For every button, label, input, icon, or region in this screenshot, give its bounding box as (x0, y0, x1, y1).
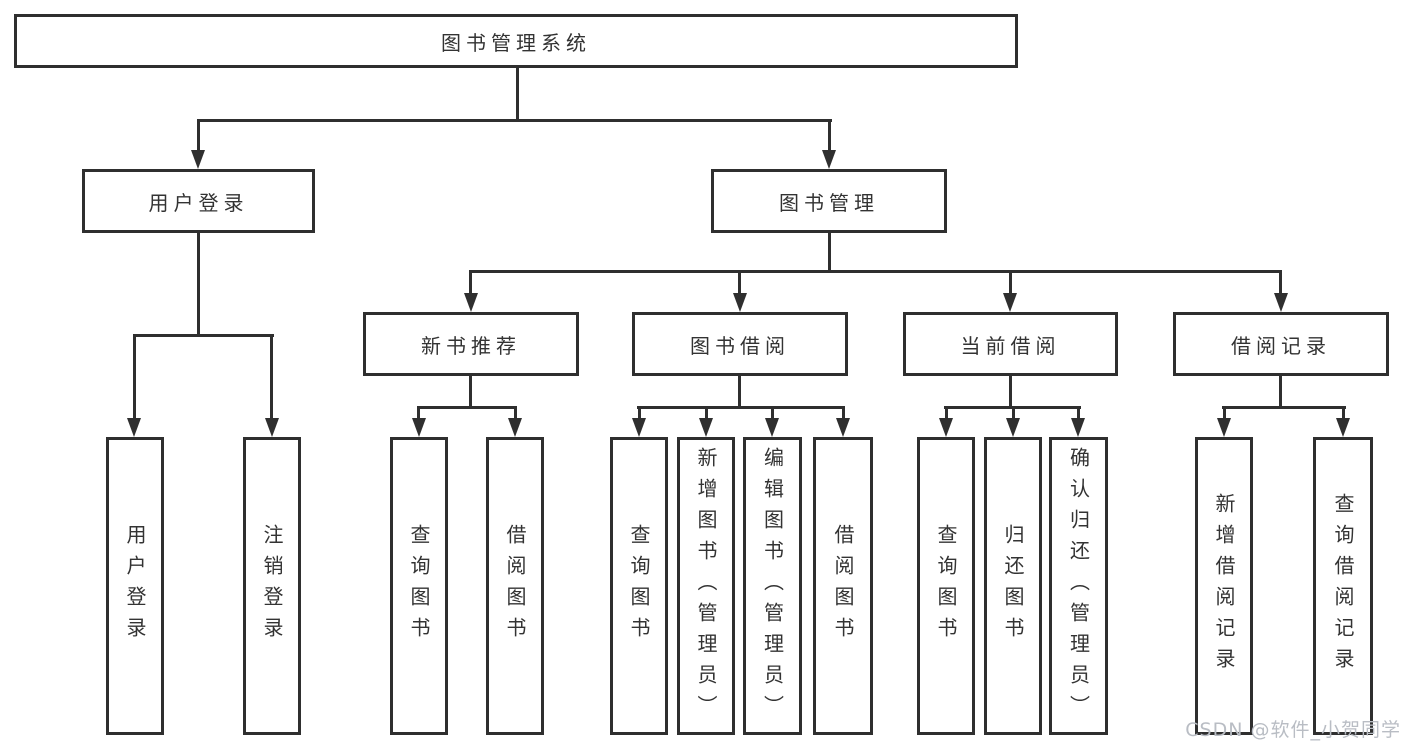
leaf-logout: 注销登录 (243, 437, 301, 735)
connector-line (516, 66, 519, 120)
arrowhead-icon (939, 418, 953, 437)
node-book-borrowing: 图书借阅 (632, 312, 848, 376)
connector-line (1223, 406, 1226, 420)
connector-line (1279, 374, 1282, 409)
arrowhead-icon (191, 150, 205, 169)
leaf-label: 新增借阅记录 (1212, 493, 1236, 679)
connector-line (133, 334, 274, 337)
node-library-management-system: 图书管理系统 (14, 14, 1018, 68)
node-label: 新书推荐 (421, 333, 521, 358)
arrowhead-icon (127, 418, 141, 437)
leaf-label: 归还图书 (1001, 524, 1025, 648)
leaf-confirm-return-admin: 确认归还（管理员） (1049, 437, 1108, 735)
leaf-borrow-books: 借阅图书 (813, 437, 873, 735)
arrowhead-icon (1003, 293, 1017, 312)
connector-line (738, 374, 741, 409)
arrowhead-icon (265, 418, 279, 437)
connector-line (1012, 406, 1015, 420)
connector-line (771, 406, 774, 420)
arrowhead-icon (733, 293, 747, 312)
connector-line (1009, 270, 1012, 296)
connector-line (1077, 406, 1080, 420)
leaf-label: 注销登录 (260, 524, 284, 648)
connector-line (638, 406, 641, 420)
arrowhead-icon (822, 150, 836, 169)
node-book-management: 图书管理 (711, 169, 947, 233)
connector-line (828, 119, 831, 153)
leaf-label: 用户登录 (123, 524, 147, 648)
leaf-label: 查询借阅记录 (1331, 493, 1355, 679)
connector-line (1222, 406, 1346, 409)
leaf-user-login: 用户登录 (106, 437, 164, 735)
connector-line (738, 270, 741, 296)
arrowhead-icon (1274, 293, 1288, 312)
leaf-label: 新增图书（管理员） (694, 446, 718, 726)
arrowhead-icon (508, 418, 522, 437)
connector-line (417, 406, 420, 420)
node-borrowing-records: 借阅记录 (1173, 312, 1389, 376)
leaf-edit-books-admin: 编辑图书（管理员） (743, 437, 802, 735)
connector-line (945, 406, 948, 420)
leaf-borrow-books: 借阅图书 (486, 437, 544, 735)
node-label: 用户登录 (148, 190, 249, 215)
leaf-label: 查询图书 (407, 524, 431, 648)
connector-line (1009, 374, 1012, 409)
arrowhead-icon (632, 418, 646, 437)
connector-line (842, 406, 845, 420)
connector-line (469, 374, 472, 409)
leaf-label: 查询图书 (627, 524, 651, 648)
arrowhead-icon (1217, 418, 1231, 437)
connector-line (469, 270, 1282, 273)
connector-line (270, 334, 273, 420)
arrowhead-icon (836, 418, 850, 437)
node-user-login: 用户登录 (82, 169, 315, 233)
leaf-return-books: 归还图书 (984, 437, 1042, 735)
arrowhead-icon (1006, 418, 1020, 437)
node-label: 借阅记录 (1231, 333, 1331, 358)
leaf-label: 借阅图书 (831, 524, 855, 648)
node-label: 图书借阅 (690, 333, 790, 358)
node-label: 图书管理 (779, 190, 879, 215)
connector-line (133, 334, 136, 420)
leaf-query-books: 查询图书 (610, 437, 668, 735)
connector-line (828, 231, 831, 273)
leaf-label: 确认归还（管理员） (1066, 446, 1091, 726)
node-label: 当前借阅 (960, 333, 1061, 358)
arrowhead-icon (412, 418, 426, 437)
connector-line (469, 270, 472, 296)
leaf-add-borrow-record: 新增借阅记录 (1195, 437, 1253, 735)
connector-line (197, 119, 200, 153)
arrowhead-icon (1336, 418, 1350, 437)
connector-line (1342, 406, 1345, 420)
leaf-label: 编辑图书（管理员） (760, 446, 785, 726)
leaf-query-books: 查询图书 (917, 437, 975, 735)
arrowhead-icon (699, 418, 713, 437)
leaf-label: 借阅图书 (503, 524, 527, 648)
node-new-book-recommendation: 新书推荐 (363, 312, 579, 376)
leaf-query-borrow-record: 查询借阅记录 (1313, 437, 1373, 735)
leaf-label: 查询图书 (934, 524, 958, 648)
connector-line (705, 406, 708, 420)
connector-line (417, 406, 517, 409)
connector-line (514, 406, 517, 420)
connector-line (1279, 270, 1282, 296)
csdn-watermark: CSDN @软件_小贺同学 (1185, 719, 1401, 741)
connector-line (197, 119, 832, 122)
node-current-borrowing: 当前借阅 (903, 312, 1118, 376)
arrowhead-icon (765, 418, 779, 437)
leaf-add-books-admin: 新增图书（管理员） (677, 437, 735, 735)
connector-line (197, 231, 200, 337)
connector-line (637, 406, 845, 409)
arrowhead-icon (464, 293, 478, 312)
leaf-query-books: 查询图书 (390, 437, 448, 735)
arrowhead-icon (1071, 418, 1085, 437)
node-label: 图书管理系统 (441, 30, 591, 55)
